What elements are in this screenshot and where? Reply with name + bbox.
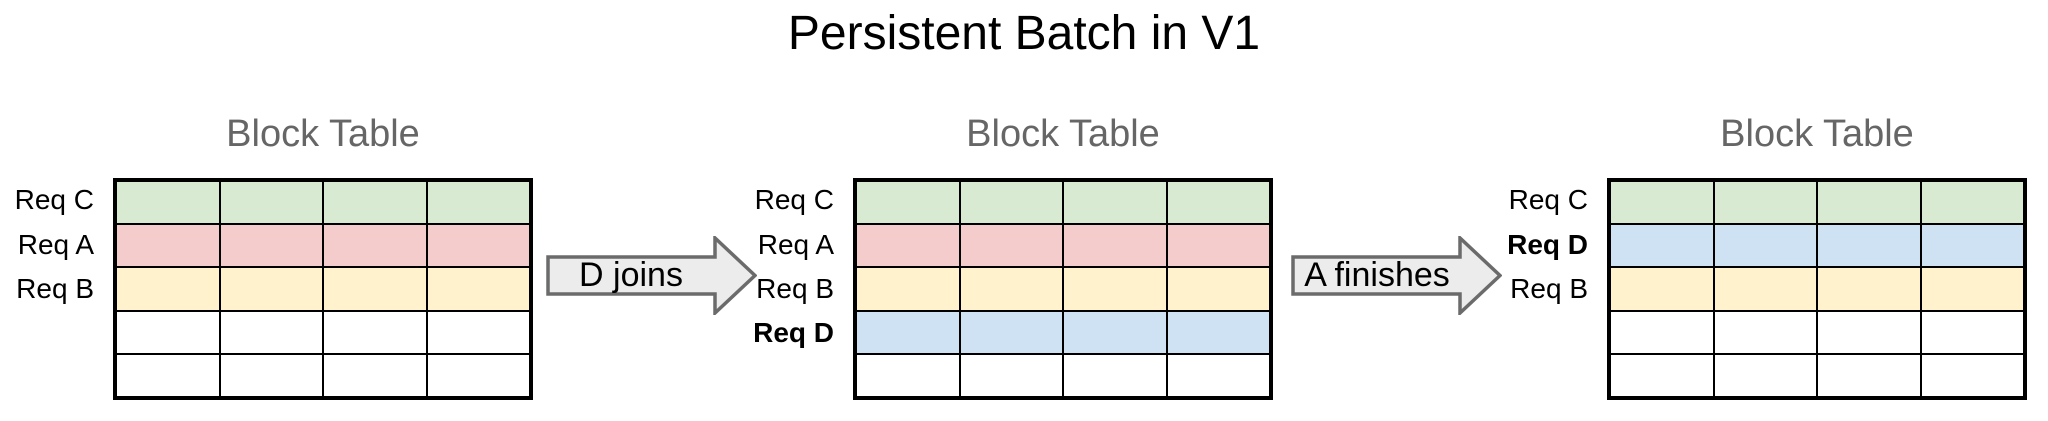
block-cell (1063, 353, 1167, 397)
block-cell (426, 181, 530, 225)
block-cell (323, 224, 427, 268)
arrow-label-a-finishes: A finishes (1304, 256, 1450, 294)
block-cell (856, 310, 960, 354)
row-label: Req B (16, 273, 94, 304)
block-cell (856, 224, 960, 268)
block-cell (426, 310, 530, 354)
block-cell (1920, 267, 2024, 311)
block-cell (1063, 181, 1167, 225)
row-label: Req C (754, 184, 834, 216)
row-label: Req B (756, 273, 834, 304)
row-labels-table-1: Req C Req A Req B (0, 0, 94, 421)
block-cell (219, 310, 323, 354)
block-table-2 (853, 178, 1273, 400)
block-cell (1610, 353, 1714, 397)
block-cell (1713, 181, 1817, 225)
block-cell (426, 267, 530, 311)
block-cell (1713, 353, 1817, 397)
arrow-a-finishes-icon (1291, 236, 1502, 315)
block-cell (116, 353, 220, 397)
row-labels-table-3: Req C Req D Req B (1388, 0, 1588, 421)
block-cell (219, 224, 323, 268)
block-cell (1817, 224, 1921, 268)
block-cell (1063, 267, 1167, 311)
block-cell (323, 267, 427, 311)
block-cell (1817, 310, 1921, 354)
block-cell (1063, 224, 1167, 268)
block-cell (219, 181, 323, 225)
block-table-caption-3: Block Table (1720, 113, 1914, 155)
block-cell (959, 181, 1063, 225)
row-label: Req D (1507, 228, 1588, 260)
block-cell (1166, 353, 1270, 397)
block-cell (116, 181, 220, 225)
block-table-3 (1607, 178, 2027, 400)
block-cell (1920, 353, 2024, 397)
row-label: Req C (14, 184, 94, 216)
block-cell (323, 353, 427, 397)
block-cell (1610, 310, 1714, 354)
block-cell (1166, 181, 1270, 225)
row-label: Req C (1508, 184, 1588, 216)
block-cell (1920, 224, 2024, 268)
block-cell (219, 267, 323, 311)
block-cell (1817, 267, 1921, 311)
block-cell (1713, 267, 1817, 311)
block-cell (1166, 310, 1270, 354)
block-cell (1817, 181, 1921, 225)
block-cell (116, 310, 220, 354)
arrow-d-joins-icon (546, 236, 757, 315)
block-cell (856, 353, 960, 397)
block-cell (1920, 310, 2024, 354)
block-cell (1063, 310, 1167, 354)
block-table-caption-2: Block Table (966, 113, 1160, 155)
block-cell (1610, 267, 1714, 311)
block-cell (1713, 224, 1817, 268)
row-label: Req A (757, 228, 834, 260)
block-cell (1166, 224, 1270, 268)
block-cell (1610, 224, 1714, 268)
block-table-caption-1: Block Table (226, 113, 420, 155)
block-table-1 (113, 178, 533, 400)
arrow-label-d-joins: D joins (579, 256, 683, 294)
block-cell (426, 224, 530, 268)
block-cell (959, 353, 1063, 397)
block-cell (959, 224, 1063, 268)
block-cell (1166, 267, 1270, 311)
block-cell (116, 224, 220, 268)
diagram-title: Persistent Batch in V1 (787, 7, 1261, 60)
block-cell (959, 267, 1063, 311)
block-cell (1713, 310, 1817, 354)
block-cell (959, 310, 1063, 354)
block-cell (323, 310, 427, 354)
block-cell (219, 353, 323, 397)
block-cell (1817, 353, 1921, 397)
block-cell (1610, 181, 1714, 225)
row-label: Req D (753, 317, 834, 349)
block-cell (323, 181, 427, 225)
row-label: Req B (1510, 273, 1588, 304)
block-cell (856, 181, 960, 225)
block-cell (426, 353, 530, 397)
row-labels-table-2: Req C Req A Req B Req D (634, 0, 834, 421)
block-cell (116, 267, 220, 311)
row-label: Req A (17, 228, 94, 260)
block-cell (1920, 181, 2024, 225)
block-cell (856, 267, 960, 311)
